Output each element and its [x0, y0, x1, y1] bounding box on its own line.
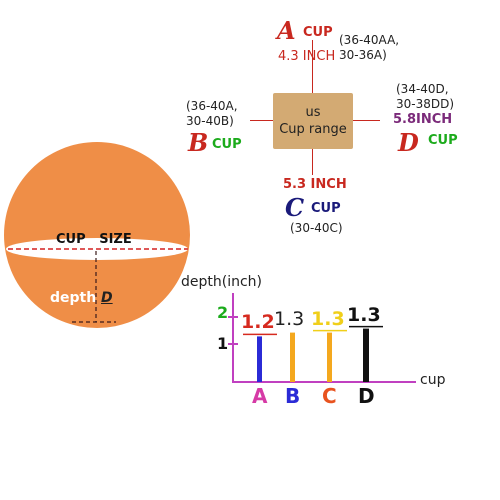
- cup-d-letter: D: [398, 128, 419, 157]
- cup-b-word: CUP: [212, 137, 242, 152]
- cup-sphere-illustration: [4, 142, 190, 328]
- cup-a-range-line1: (36-40AA,: [339, 33, 400, 47]
- cup-d-inch: 5.8INCH: [393, 112, 453, 127]
- category-label-a: A: [252, 384, 268, 408]
- center-line1: us: [305, 105, 321, 120]
- category-label-b: B: [285, 384, 301, 408]
- depth-value-label-d: 1.3: [347, 303, 381, 326]
- cup-a-letter: A: [277, 16, 296, 45]
- cup-c-inch: 5.3 INCH: [283, 177, 347, 192]
- chart-ytick-1: 1: [217, 334, 229, 353]
- cup-a-word: CUP: [303, 25, 333, 40]
- category-label-c: C: [322, 384, 337, 408]
- cup-a-range-line2: 30-36A): [339, 48, 387, 62]
- cup-d-range-line2: 30-38DD): [396, 97, 455, 111]
- depth-label: depth: [50, 290, 97, 306]
- depth-value-label-c: 1.3: [311, 307, 345, 330]
- center-line2: Cup range: [279, 122, 347, 137]
- chart-ytick-2: 2: [217, 303, 229, 322]
- category-label-d: D: [358, 384, 375, 408]
- cup-c-letter: C: [285, 193, 304, 222]
- cup-b-letter: B: [188, 128, 208, 157]
- cup-size-label: CUP SIZE: [56, 232, 132, 247]
- depth-bar-c: [327, 332, 332, 382]
- cup-b-range-line2: 30-40B): [186, 114, 234, 128]
- cup-d-range-line1: (34-40D,: [396, 82, 449, 96]
- us-cup-range-box: us Cup range: [273, 93, 353, 149]
- depth-value-label-b: 1.3: [274, 307, 305, 330]
- chart-xlabel: cup: [420, 372, 446, 388]
- chart-ylabel: depth(inch): [181, 274, 263, 290]
- cup-d-word: CUP: [428, 133, 458, 148]
- cup-b-range-line1: (36-40A,: [186, 99, 238, 113]
- depth-bar-d: [363, 328, 369, 382]
- depth-value-label-a: 1.2: [241, 311, 275, 334]
- depth-variable-label: D: [101, 290, 113, 306]
- cup-c-word: CUP: [311, 201, 341, 216]
- sphere: [4, 142, 190, 328]
- cup-a-inch: 4.3 INCH: [278, 49, 336, 64]
- cup-c-range: (30-40C): [290, 221, 343, 235]
- depth-bar-b: [290, 332, 295, 382]
- depth-bar-a: [257, 336, 262, 382]
